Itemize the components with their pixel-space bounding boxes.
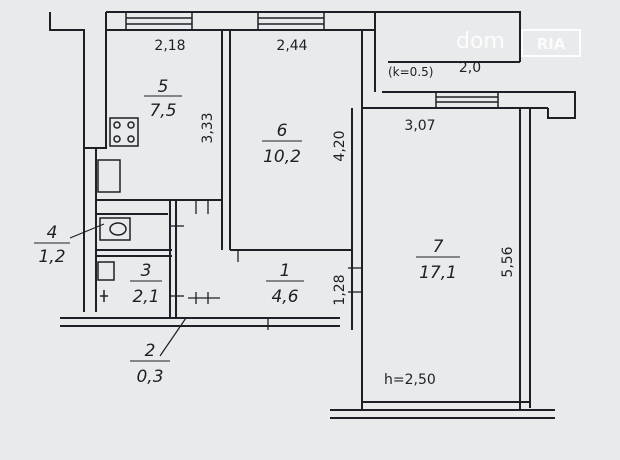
balcony-coefficient: (k=0.5) bbox=[388, 65, 433, 79]
dim-room6-depth: 4,20 bbox=[332, 130, 348, 161]
doors bbox=[170, 200, 362, 330]
walls bbox=[49, 11, 576, 419]
room-5-number: 5 bbox=[158, 77, 169, 97]
room-1-area: 4,6 bbox=[271, 287, 298, 307]
leader-room-4 bbox=[69, 223, 105, 239]
watermark: dom RIA bbox=[456, 29, 581, 57]
dim-room6-width: 2,44 bbox=[276, 38, 307, 54]
sink-icon bbox=[97, 159, 121, 193]
room-6-number: 6 bbox=[277, 121, 288, 141]
dim-kitchen-width: 2,18 bbox=[154, 38, 185, 54]
room-4-area: 1,2 bbox=[38, 247, 65, 267]
balcony-area: 2,0 bbox=[459, 60, 481, 76]
room-7-number: 7 bbox=[433, 237, 444, 257]
leader-room-2 bbox=[159, 317, 187, 357]
room-1-number: 1 bbox=[280, 261, 291, 281]
room-2-area: 0,3 bbox=[136, 367, 163, 387]
watermark-brand: dom bbox=[456, 29, 505, 54]
stove-icon bbox=[109, 117, 139, 147]
windows bbox=[125, 11, 499, 109]
room-7-area: 17,1 bbox=[419, 263, 457, 283]
watermark-logo-box bbox=[521, 29, 581, 57]
fixtures bbox=[97, 117, 139, 302]
toilet-icon bbox=[99, 217, 131, 241]
watermark-logo: RIA bbox=[537, 35, 566, 53]
room-2-number: 2 bbox=[145, 341, 156, 361]
room-3-area: 2,1 bbox=[132, 287, 159, 307]
dim-kitchen-depth: 3,33 bbox=[200, 112, 216, 143]
dim-room7-width: 3,07 bbox=[404, 118, 435, 134]
room-5-area: 7,5 bbox=[149, 101, 176, 121]
room-3-number: 3 bbox=[141, 261, 152, 281]
room-6-area: 10,2 bbox=[263, 147, 301, 167]
ceiling-height: h=2,50 bbox=[384, 372, 436, 388]
dim-room7-depth: 5,56 bbox=[500, 246, 516, 277]
bathtub-icon bbox=[97, 261, 115, 281]
dim-hall-width: 1,28 bbox=[332, 274, 348, 305]
room-4-number: 4 bbox=[47, 223, 58, 243]
